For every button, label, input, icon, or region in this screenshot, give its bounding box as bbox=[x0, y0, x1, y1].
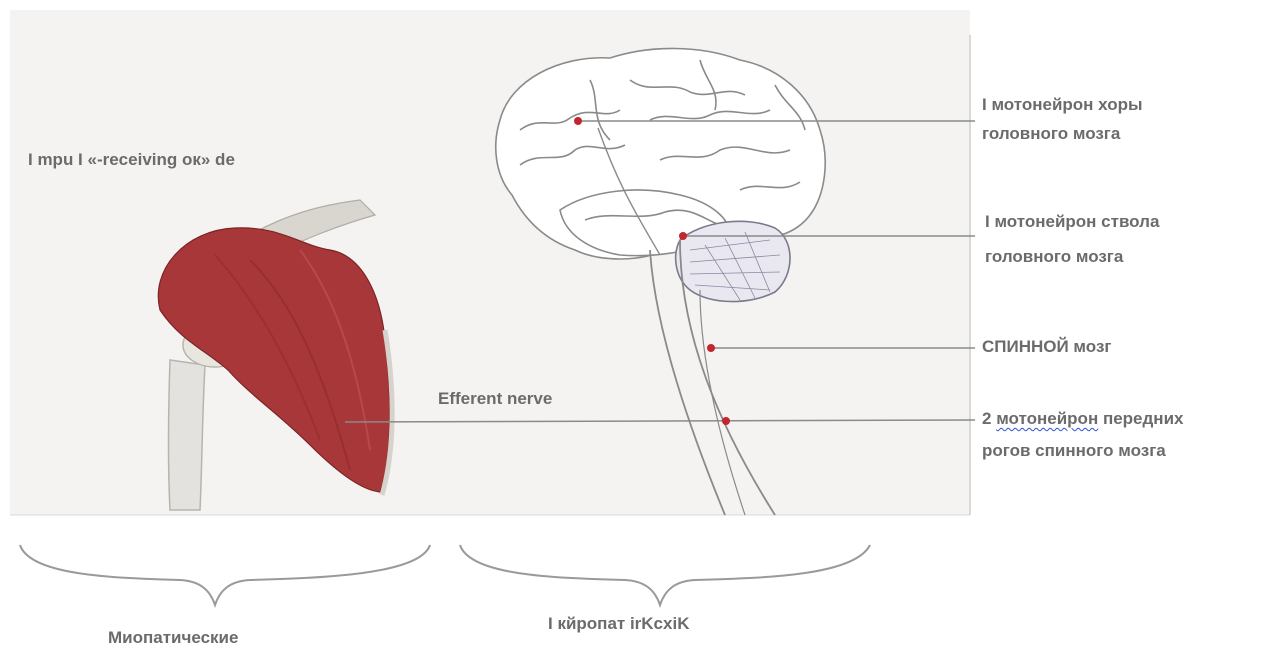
anterior-horn-label-line1: 2 мотонейрон передних bbox=[982, 408, 1183, 430]
efferent-nerve-label: Efferent nerve bbox=[438, 388, 552, 410]
diagram-panel bbox=[10, 10, 970, 515]
spinal-marker bbox=[707, 344, 715, 352]
anterior-horn-label-line2: рогов спинного мозга bbox=[982, 440, 1183, 462]
cortex-motoneuron-label: I мотонейрон хоры головного мозга bbox=[982, 94, 1143, 145]
left-brace bbox=[20, 545, 430, 605]
spellcheck-underlined-word: мотонейрон bbox=[996, 409, 1098, 428]
brainstem-label-line1: I мотонейрон ствола bbox=[985, 211, 1159, 233]
brainstem-motoneuron-label: I мотонейрон ствола головного мозга bbox=[985, 211, 1159, 268]
right-brace bbox=[460, 545, 870, 605]
brainstem-marker bbox=[679, 232, 687, 240]
top-left-label: I mpu I «-receiving ок» de bbox=[28, 149, 235, 171]
cortex-label-line2: головного мозга bbox=[982, 123, 1143, 145]
anterior-horn-motoneuron-label: 2 мотонейрон передних рогов спинного моз… bbox=[982, 408, 1183, 462]
anterior-horn-prefix: 2 bbox=[982, 409, 991, 428]
myopathic-label: Миопатические bbox=[108, 627, 238, 649]
cortex-label-line1: I мотонейрон хоры bbox=[982, 94, 1143, 116]
anterior-horn-rest: передних bbox=[1098, 409, 1183, 428]
anterior-horn-marker bbox=[722, 417, 730, 425]
neuropathic-label: I кйропат irKcxiK bbox=[548, 613, 689, 635]
spinal-cord-label: СПИННОЙ мозг bbox=[982, 336, 1111, 358]
cortex-marker bbox=[574, 117, 582, 125]
brainstem-label-line2: головного мозга bbox=[985, 246, 1159, 268]
